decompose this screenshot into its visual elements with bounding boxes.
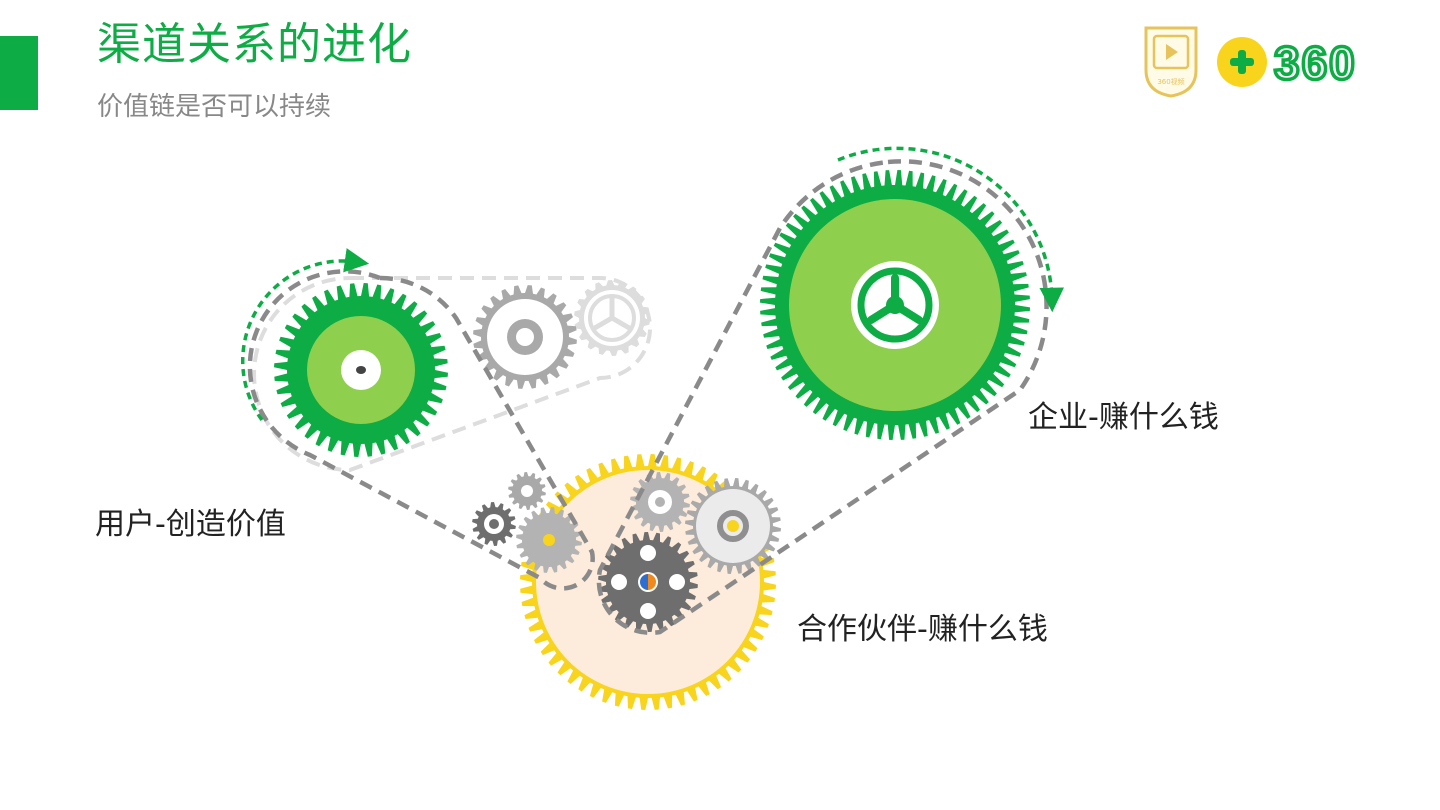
plus-circle-icon <box>1217 36 1268 88</box>
company-rotation-arrow <box>837 146 1064 313</box>
label-partner: 合作伙伴-赚什么钱 <box>797 612 1048 647</box>
faded-gear <box>574 280 650 356</box>
badge-icon: 360视频 <box>1144 26 1198 98</box>
gear-small-4 <box>630 472 690 532</box>
gear-dark-center <box>598 532 698 632</box>
badge-caption: 360视频 <box>1157 77 1184 86</box>
page-subtitle: 价值链是否可以持续 <box>97 92 332 122</box>
gear-small-1 <box>508 472 546 510</box>
gear-small-3 <box>516 507 582 573</box>
belt-partner-company <box>596 159 1049 635</box>
logo-brand-text: 360 <box>1274 37 1357 89</box>
belt-user-partner <box>247 269 595 591</box>
logo-360: 360视频 360 <box>1144 26 1357 98</box>
gray-gear-medium <box>473 285 577 389</box>
label-user: 用户-创造价值 <box>95 507 286 542</box>
gear-small-2 <box>472 502 516 546</box>
accent-bar <box>0 36 38 110</box>
gear-white-ring <box>685 478 781 574</box>
page-title: 渠道关系的进化 <box>97 19 412 70</box>
company-gear <box>760 170 1030 440</box>
label-company: 企业-赚什么钱 <box>1028 400 1219 435</box>
user-gear <box>274 283 448 457</box>
faded-belt <box>252 276 652 473</box>
